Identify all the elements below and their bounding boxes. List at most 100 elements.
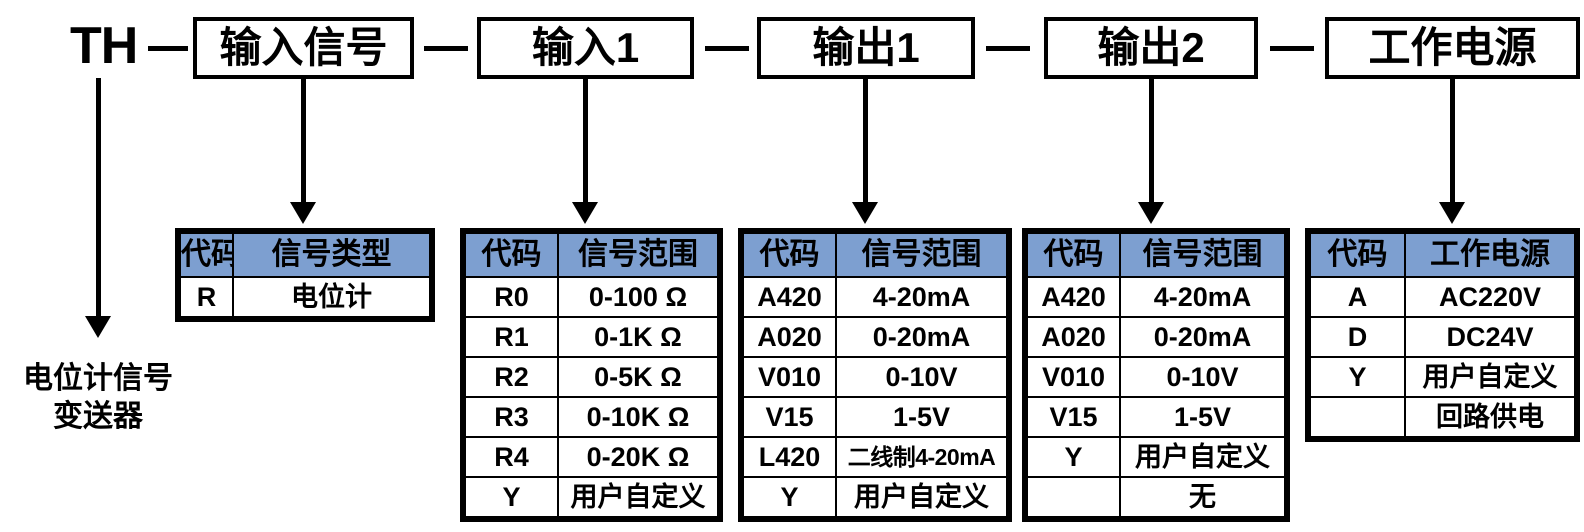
cell-code: L420: [742, 436, 837, 478]
table-row: A020 0-20mA: [1026, 316, 1286, 358]
dash-separator-4: [1270, 46, 1314, 51]
table-row: 无: [1026, 476, 1286, 518]
cell-value: 用户自定义: [1404, 356, 1576, 398]
cell-code: Y: [464, 476, 559, 518]
cell-value: 0-100 Ω: [557, 276, 719, 318]
cell-code: A420: [1026, 276, 1121, 318]
column-header-code: 代码: [1026, 232, 1121, 278]
table-row: A420 4-20mA: [742, 276, 1008, 318]
column-header-code: 代码: [464, 232, 559, 278]
connector-arrowhead-output2: [1138, 202, 1164, 224]
cell-code: V010: [1026, 356, 1121, 398]
dash-separator-1: [424, 46, 468, 51]
column-header-code: 代码: [179, 232, 234, 278]
segment-label: 工作电源: [1368, 24, 1537, 71]
column-header-value: 信号类型: [232, 232, 431, 278]
connector-line-output1: [863, 79, 868, 204]
cell-value: 回路供电: [1404, 396, 1576, 438]
cell-code: [1309, 396, 1406, 438]
table-row: V15 1-5V: [742, 396, 1008, 438]
column-header-code: 代码: [742, 232, 837, 278]
segment-box-input-signal: 输入信号: [193, 17, 414, 79]
cell-code: R1: [464, 316, 559, 358]
cell-value: DC24V: [1404, 316, 1576, 358]
cell-value: 无: [1119, 476, 1286, 518]
column-header-code: 代码: [1309, 232, 1406, 278]
segment-label: 输出1: [812, 24, 920, 71]
cell-value: 0-5K Ω: [557, 356, 719, 398]
table-header-row: 代码 工作电源: [1309, 232, 1576, 278]
cell-value: 用户自定义: [557, 476, 719, 518]
cell-value: 0-10V: [835, 356, 1008, 398]
cell-value: 0-10V: [1119, 356, 1286, 398]
table-row: V010 0-10V: [742, 356, 1008, 398]
table-row: R2 0-5K Ω: [464, 356, 719, 398]
segment-label: 输出2: [1097, 24, 1205, 71]
cell-code: Y: [742, 476, 837, 518]
table-row: V15 1-5V: [1026, 396, 1286, 438]
cell-value: 0-20K Ω: [557, 436, 719, 478]
table-row: V010 0-10V: [1026, 356, 1286, 398]
table-row: 回路供电: [1309, 396, 1576, 438]
connector-line-prefix: [96, 78, 101, 318]
connector-arrowhead-input1: [572, 202, 598, 224]
cell-code: A020: [742, 316, 837, 358]
cell-code: V010: [742, 356, 837, 398]
column-header-value: 信号范围: [835, 232, 1008, 278]
connector-arrowhead-input-signal: [290, 202, 316, 224]
table-header-row: 代码 信号范围: [1026, 232, 1286, 278]
cell-value: 电位计: [232, 276, 431, 318]
table-output1-range: 代码 信号范围 A420 4-20mA A020 0-20mA V010 0-1…: [738, 228, 1012, 522]
table-row: D DC24V: [1309, 316, 1576, 358]
cell-code: V15: [1026, 396, 1121, 438]
connector-arrowhead-power-supply: [1439, 202, 1465, 224]
cell-value: 0-20mA: [1119, 316, 1286, 358]
table-signal-type: 代码 信号类型 R 电位计: [175, 228, 435, 322]
segment-label: 输入信号: [219, 24, 388, 71]
cell-code: R0: [464, 276, 559, 318]
table-header-row: 代码 信号范围: [742, 232, 1008, 278]
cell-value: 二线制4-20mA: [835, 436, 1008, 478]
cell-value: 用户自定义: [835, 476, 1008, 518]
cell-code: R3: [464, 396, 559, 438]
cell-value: 0-1K Ω: [557, 316, 719, 358]
table-row: Y 用户自定义: [742, 476, 1008, 518]
cell-value: 4-20mA: [835, 276, 1008, 318]
table-output2-range: 代码 信号范围 A420 4-20mA A020 0-20mA V010 0-1…: [1022, 228, 1290, 522]
table-power-supply: 代码 工作电源 A AC220V D DC24V Y 用户自定义: [1305, 228, 1580, 442]
segment-box-power-supply: 工作电源: [1325, 17, 1580, 79]
cell-value: 用户自定义: [1119, 436, 1286, 478]
connector-arrowhead-output1: [852, 202, 878, 224]
dash-separator-0: [148, 46, 188, 51]
cell-value: 1-5V: [1119, 396, 1286, 438]
cell-value: AC220V: [1404, 276, 1576, 318]
connector-line-power-supply: [1450, 79, 1455, 204]
cell-value: 0-20mA: [835, 316, 1008, 358]
connector-line-input1: [583, 79, 588, 204]
table-row: R3 0-10K Ω: [464, 396, 719, 438]
table-input1-range: 代码 信号范围 R0 0-100 Ω R1 0-1K Ω R2 0-5K Ω: [460, 228, 723, 522]
table-row: Y 用户自定义: [464, 476, 719, 518]
cell-code: V15: [742, 396, 837, 438]
column-header-value: 工作电源: [1404, 232, 1576, 278]
segment-box-output1: 输出1: [757, 17, 975, 79]
cell-value: 4-20mA: [1119, 276, 1286, 318]
table-row: L420 二线制4-20mA: [742, 436, 1008, 478]
cell-code: D: [1309, 316, 1406, 358]
caption-line-2: 变送器: [53, 400, 143, 434]
table-header-row: 代码 信号范围: [464, 232, 719, 278]
table-row: A AC220V: [1309, 276, 1576, 318]
dash-separator-3: [986, 46, 1030, 51]
dash-separator-2: [705, 46, 749, 51]
table-row: A020 0-20mA: [742, 316, 1008, 358]
table-row: R0 0-100 Ω: [464, 276, 719, 318]
table-header-row: 代码 信号类型: [179, 232, 431, 278]
table-row: R1 0-1K Ω: [464, 316, 719, 358]
segment-box-input1: 输入1: [477, 17, 694, 79]
cell-code: R: [179, 276, 234, 318]
cell-code: A: [1309, 276, 1406, 318]
cell-code: [1026, 476, 1121, 518]
table-row: R 电位计: [179, 276, 431, 318]
caption-line-1: 电位计信号: [23, 362, 173, 395]
